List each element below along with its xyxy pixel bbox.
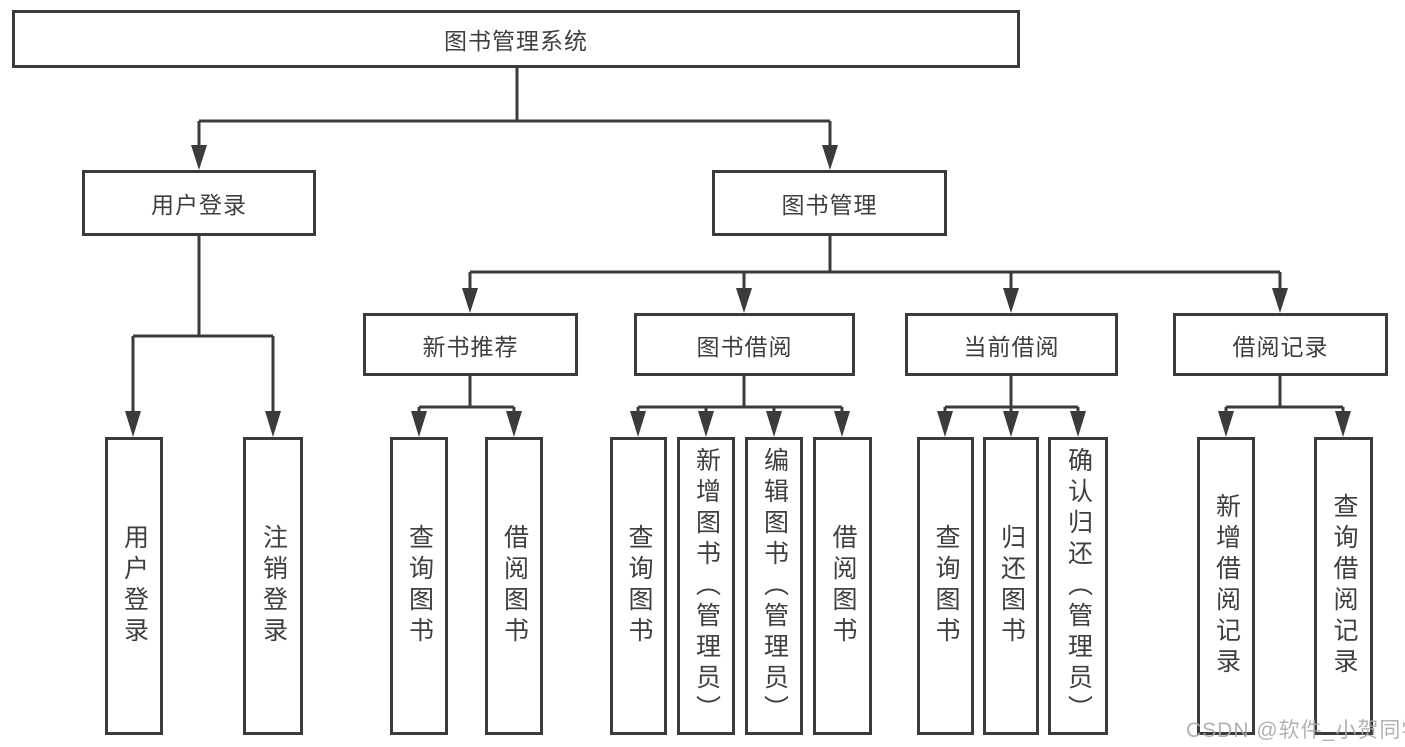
node-user-login: 用户登录 (82, 170, 316, 236)
node-current-borrowing: 当前借阅 (905, 313, 1118, 376)
node-new-book-recommend: 新书推荐 (363, 313, 578, 376)
leaf-query-books-borrowing: 查询图书 (610, 437, 667, 735)
leaf-add-borrow-record: 新增借阅记录 (1197, 437, 1255, 735)
node-library-system: 图书管理系统 (12, 10, 1020, 68)
leaf-edit-books-admin: 编辑图书（管理员） (745, 437, 803, 735)
arrowheads (125, 145, 1351, 437)
leaf-query-books-newbooks: 查询图书 (390, 437, 448, 735)
leaf-logout: 注销登录 (243, 437, 303, 735)
connector-newbooks-split (417, 376, 516, 418)
connector-bookborrow-split (636, 376, 844, 418)
node-book-management: 图书管理 (712, 170, 947, 236)
leaf-query-borrow-record: 查询借阅记录 (1314, 437, 1373, 735)
leaf-borrow-books-borrowing: 借阅图书 (813, 437, 872, 735)
node-book-borrowing: 图书借阅 (634, 313, 855, 376)
leaf-query-books-current: 查询图书 (917, 437, 974, 735)
connector-root-split (197, 68, 832, 150)
leaf-return-books: 归还图书 (983, 437, 1039, 735)
connector-bookmgmt-split (468, 236, 1282, 294)
leaf-confirm-return-admin: 确认归还（管理员） (1048, 437, 1108, 735)
leaf-user-login: 用户登录 (105, 437, 163, 735)
connector-userlogin-split (131, 236, 275, 418)
connector-records-split (1224, 376, 1345, 418)
watermark: CSDN @软件_小贺同学 (1186, 719, 1405, 742)
node-borrowing-records: 借阅记录 (1173, 313, 1388, 376)
leaf-add-books-admin: 新增图书（管理员） (677, 437, 735, 735)
leaf-borrow-books-newbooks: 借阅图书 (485, 437, 543, 735)
